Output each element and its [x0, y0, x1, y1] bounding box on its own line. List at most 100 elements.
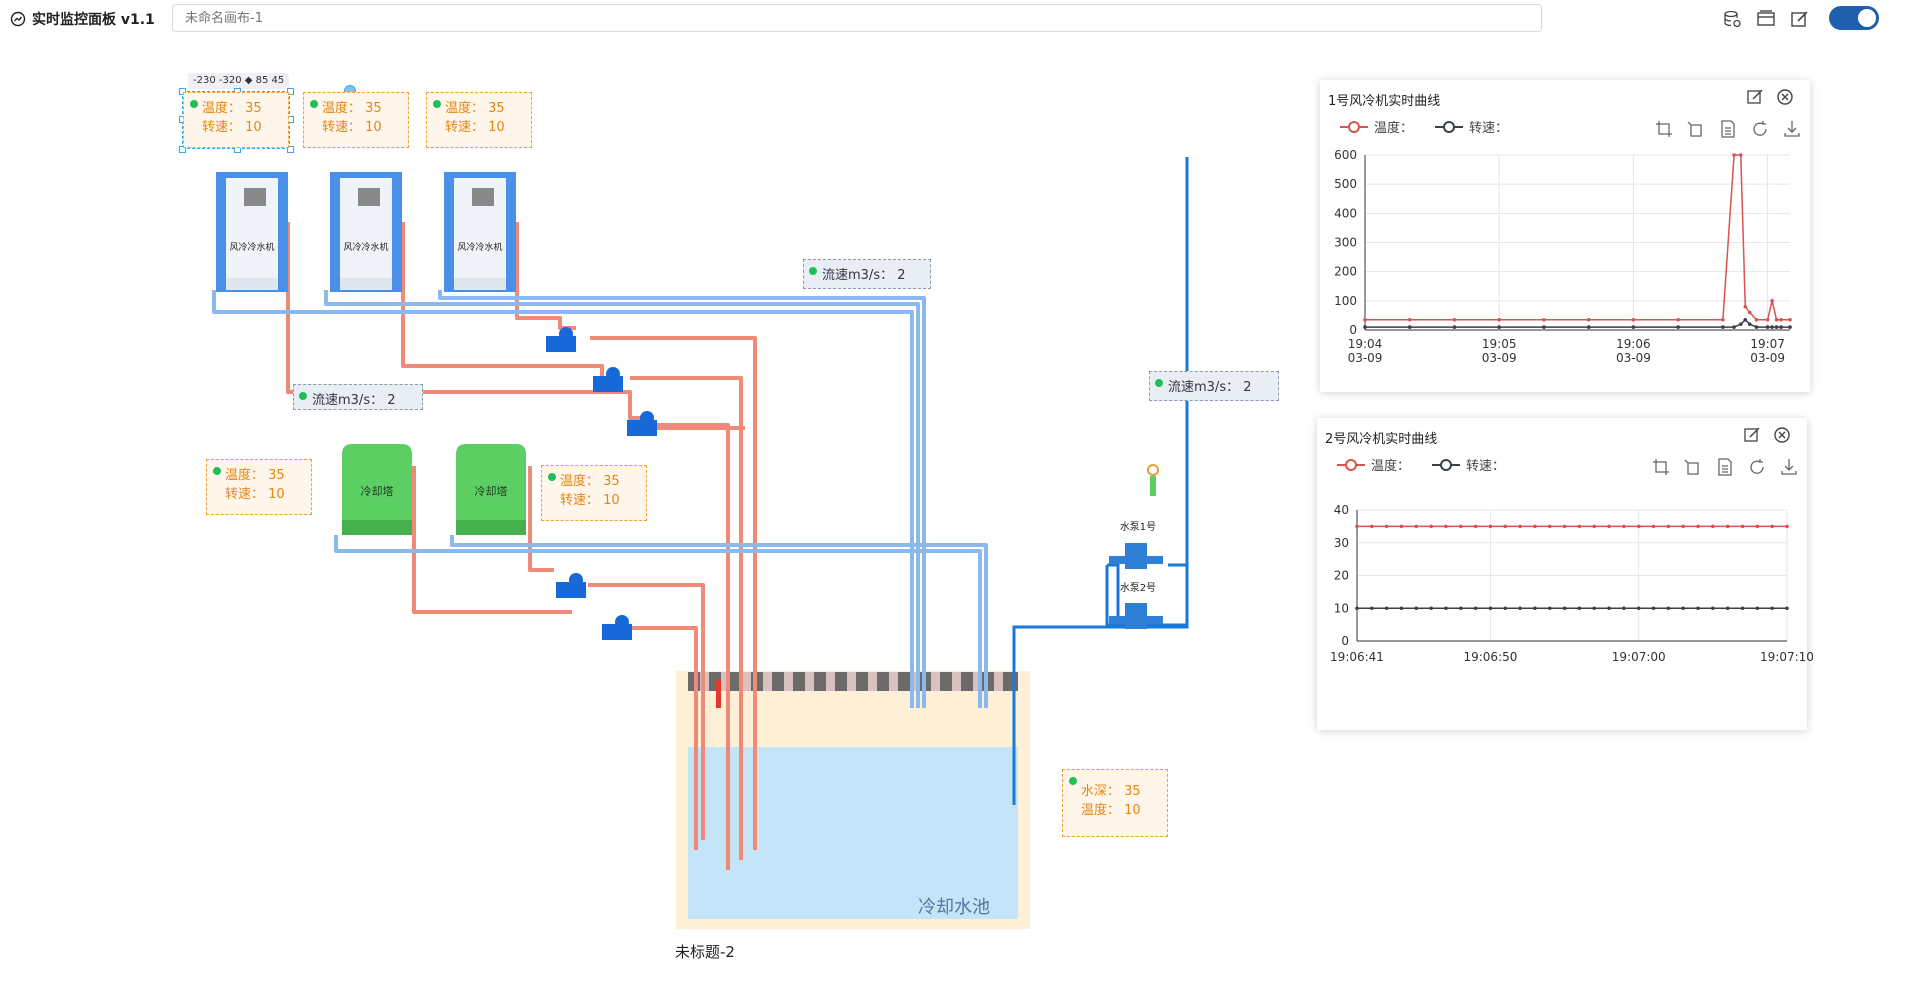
data-point [1488, 606, 1493, 611]
restore-icon[interactable] [1748, 458, 1766, 476]
resize-handle[interactable] [287, 146, 294, 153]
zoom-reset-icon[interactable] [1687, 120, 1705, 138]
data-point [1711, 524, 1715, 529]
mode-toggle[interactable] [1829, 6, 1879, 30]
data-view-icon[interactable] [1716, 458, 1734, 476]
zoom-icon[interactable] [1655, 120, 1673, 138]
data-point [1755, 524, 1760, 529]
data-point [1696, 606, 1700, 611]
zoom-reset-icon[interactable] [1684, 458, 1702, 476]
data-point [1631, 317, 1636, 322]
data-point [1399, 524, 1404, 529]
data-point [1681, 606, 1686, 611]
legend-speed-marker [1435, 120, 1464, 133]
data-point [1651, 606, 1656, 611]
chiller-1-label: 风冷冷水机 [229, 241, 274, 253]
data-point [1622, 524, 1626, 529]
pump-d [556, 573, 586, 598]
x-tick-label: 19:07:00 [1612, 650, 1666, 664]
cooling-tower-1-label: 冷却塔 [361, 485, 394, 498]
flow-readout-2[interactable]: 流速m3/s： 2 [293, 384, 423, 410]
chiller-1: 风冷冷水机 [216, 172, 288, 292]
chart-2-legend[interactable]: 温度： 转速： [1337, 455, 1505, 474]
data-point [1740, 524, 1745, 529]
y-tick-label: 10 [1334, 601, 1349, 615]
window-icon[interactable] [1756, 9, 1776, 29]
resize-handle[interactable] [179, 146, 186, 153]
zoom-icon[interactable] [1652, 458, 1670, 476]
pump-e [602, 615, 632, 640]
tower-2-readout[interactable]: 温度： 35 转速： 10 [541, 465, 647, 521]
app-title-text: 实时监控面板 v1.1 [32, 12, 155, 28]
data-point [1488, 524, 1493, 529]
y-tick-label: 300 [1334, 236, 1357, 250]
data-point [1414, 524, 1419, 529]
data-point [1592, 606, 1597, 611]
database-settings-icon[interactable] [1722, 9, 1742, 29]
status-dot [809, 267, 817, 275]
data-point [1770, 299, 1774, 303]
data-point [1414, 606, 1419, 611]
data-point [1754, 325, 1759, 329]
flow-readout-1[interactable]: 流速m3/s： 2 [803, 259, 931, 289]
data-point [1370, 606, 1374, 611]
y-tick-label: 400 [1334, 206, 1357, 220]
data-point [1788, 317, 1792, 322]
status-dot [1155, 379, 1163, 387]
dashboard-icon [10, 11, 26, 27]
data-point [1592, 524, 1597, 529]
cooling-tower-2: 冷却塔 [456, 444, 526, 535]
water-pump-2-label: 水泵2号 [1120, 582, 1156, 594]
water-pump-1-label: 水泵1号 [1120, 521, 1156, 533]
pump-c [627, 411, 657, 436]
download-icon[interactable] [1783, 120, 1801, 138]
data-point [1497, 325, 1502, 329]
chart-1-legend[interactable]: 温度： 转速： [1340, 117, 1508, 136]
chiller-2: 风冷冷水机 [330, 172, 402, 292]
data-point [1533, 524, 1537, 529]
canvas-name-input[interactable] [172, 4, 1542, 32]
x-tick-label: 03-09 [1750, 351, 1785, 365]
y-tick-label: 200 [1334, 265, 1357, 279]
y-tick-label: 20 [1334, 569, 1349, 583]
tower-1-readout[interactable]: 温度： 35 转速： 10 [206, 459, 312, 515]
data-point [1765, 325, 1770, 329]
data-point [1747, 310, 1752, 315]
restore-icon[interactable] [1751, 120, 1769, 138]
edit-icon[interactable] [1743, 426, 1761, 444]
data-point [1676, 325, 1680, 329]
x-tick-label: 03-09 [1482, 351, 1517, 365]
legend-temp-marker [1337, 458, 1365, 471]
status-dot [548, 473, 556, 481]
chart-2-toolbox [1652, 458, 1798, 476]
data-point [1765, 317, 1770, 322]
edit-icon[interactable] [1790, 9, 1810, 29]
download-icon[interactable] [1780, 458, 1798, 476]
resize-handle[interactable] [179, 88, 186, 95]
status-dot [310, 100, 318, 108]
data-point [1542, 317, 1546, 322]
data-point [1740, 606, 1745, 611]
flow-readout-3[interactable]: 流速m3/s： 2 [1149, 371, 1279, 401]
chiller-1-readout[interactable]: 温度： 35 转速： 10 [183, 92, 289, 148]
data-point [1725, 606, 1730, 611]
data-point [1518, 524, 1522, 529]
y-tick-label: 500 [1334, 177, 1357, 191]
data-point [1721, 325, 1725, 329]
legend-speed-label: 转速： [1466, 459, 1506, 474]
data-point [1444, 524, 1448, 529]
close-icon[interactable] [1776, 88, 1794, 106]
data-point [1738, 322, 1743, 326]
close-icon[interactable] [1773, 426, 1791, 444]
top-bar: 实时监控面板 v1.1 [0, 0, 1914, 38]
resize-handle[interactable] [287, 88, 294, 95]
chiller-3-readout[interactable]: 温度： 35 转速： 10 [426, 92, 532, 148]
data-view-icon[interactable] [1719, 120, 1737, 138]
chiller-2-readout[interactable]: 温度： 35 转速： 10 [303, 92, 409, 148]
data-point [1547, 524, 1552, 529]
x-tick-label: 19:04 [1348, 337, 1383, 351]
edit-icon[interactable] [1746, 88, 1764, 106]
pool-readout[interactable]: 水深： 35 温度： 10 [1062, 769, 1168, 837]
status-dot [190, 100, 198, 108]
legend-temp-label: 温度： [1374, 121, 1414, 136]
